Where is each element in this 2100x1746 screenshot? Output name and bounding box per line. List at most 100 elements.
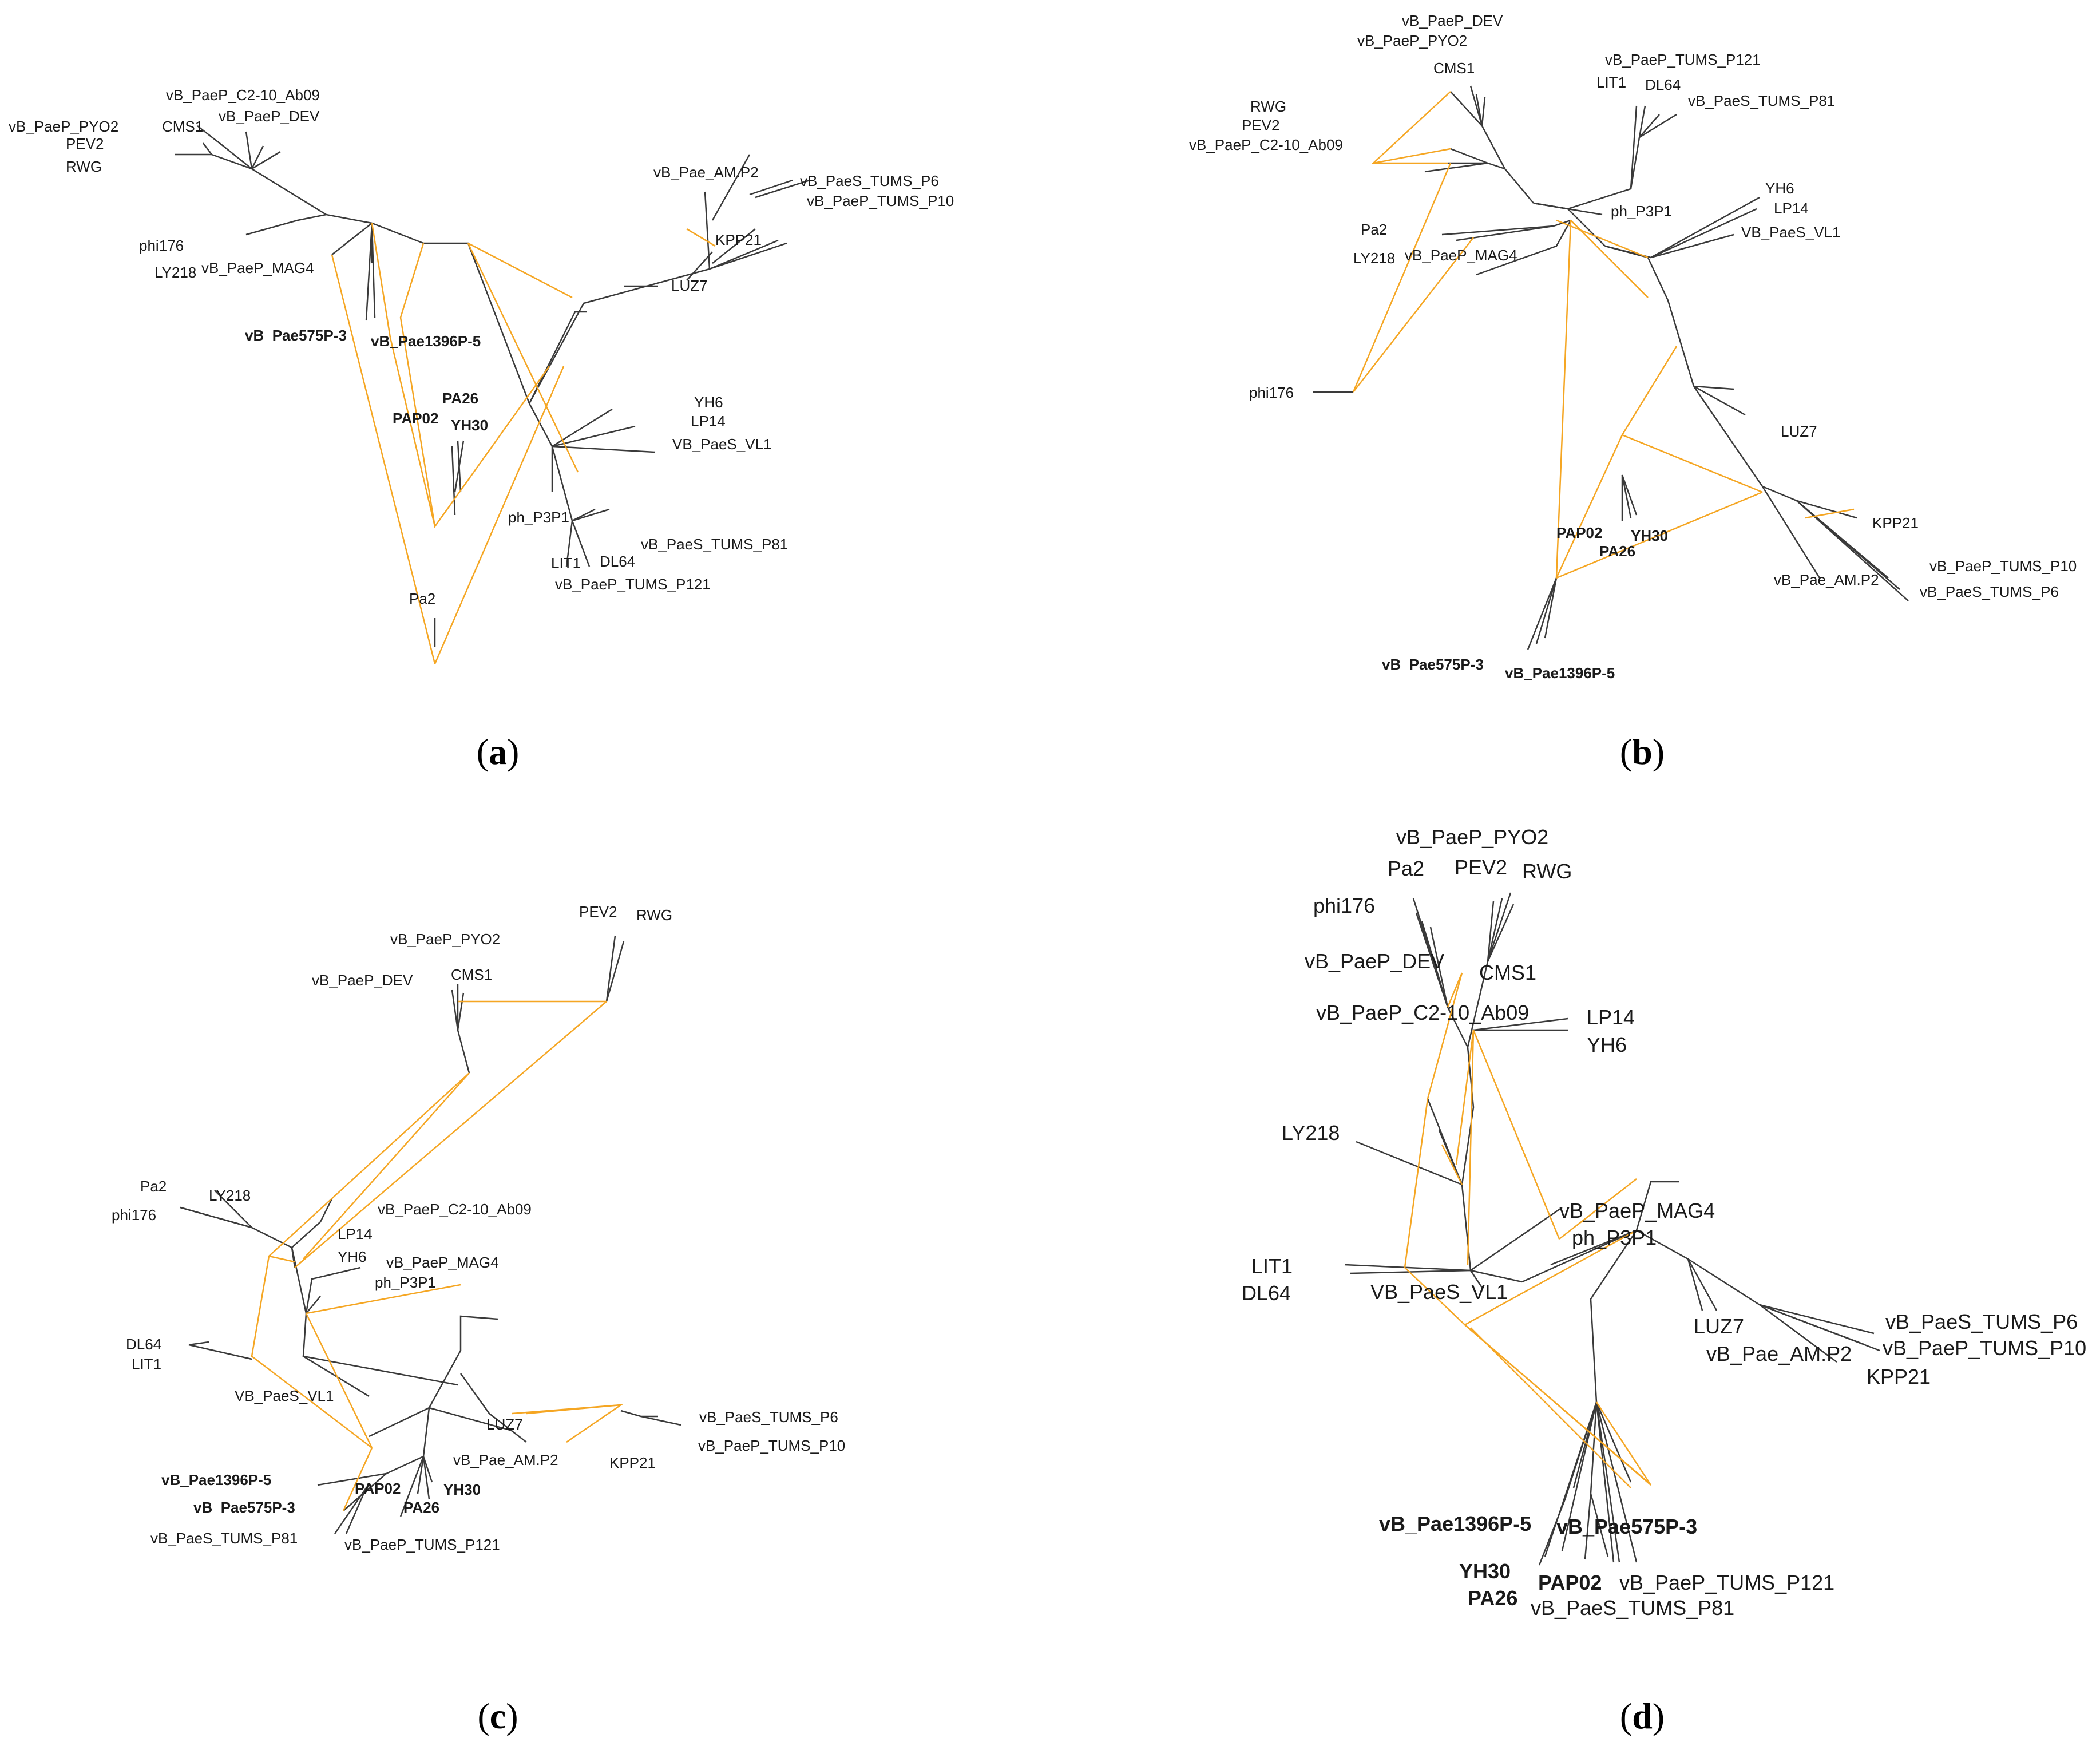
taxon-label: RWG	[636, 906, 672, 924]
taxon-label: LY218	[1282, 1121, 1340, 1145]
taxon-label: LP14	[691, 413, 726, 430]
taxon-label: vB_PaeP_TUMS_P121	[555, 576, 711, 593]
taxon-label: LY218	[1353, 250, 1395, 267]
taxon-label: vB_Pae1396P-5	[161, 1471, 271, 1488]
panel-d-tree-edges	[1344, 892, 1880, 1566]
taxon-label: vB_PaeP_TUMS_P10	[807, 192, 954, 209]
taxon-label: ph_P3P1	[375, 1274, 436, 1291]
taxon-label: CMS1	[1433, 60, 1475, 77]
taxon-label: VB_PaeS_VL1	[235, 1387, 334, 1404]
taxon-label: LP14	[1587, 1005, 1635, 1029]
panel-a-tree-edges	[175, 125, 810, 647]
taxon-label: LIT1	[132, 1356, 161, 1373]
taxon-label: vB_PaeP_TUMS_P121	[1619, 1571, 1834, 1594]
taxon-label: vB_Pae1396P-5	[1505, 664, 1615, 682]
taxon-label: vB_PaeP_TUMS_P121	[344, 1536, 500, 1553]
taxon-label: VB_PaeS_VL1	[1741, 224, 1840, 241]
panel-c: PEV2 RWG vB_PaeP_PYO2 vB_PaeP_DEV CMS1 P…	[112, 903, 845, 1736]
taxon-label: VB_PaeS_VL1	[672, 435, 771, 453]
panel-b-reticulation-edges	[1352, 91, 1855, 579]
taxon-label: LUZ7	[671, 277, 708, 294]
panel-c-tree-edges	[180, 935, 681, 1534]
taxon-label: YH30	[1631, 527, 1668, 544]
taxon-label: vB_Pae575P-3	[193, 1499, 295, 1516]
taxon-label: vB_PaeS_TUMS_P6	[699, 1408, 838, 1426]
taxon-label: vB_PaeS_TUMS_P81	[150, 1530, 298, 1547]
taxon-label: vB_Pae575P-3	[1556, 1515, 1697, 1538]
taxon-label: PAP02	[1538, 1571, 1602, 1594]
taxon-label: vB_PaeP_DEV	[219, 108, 320, 125]
taxon-label: YH30	[443, 1481, 481, 1498]
taxon-label: vB_PaeP_MAG4	[386, 1254, 499, 1271]
panel-d: vB_PaeP_PYO2 Pa2 PEV2 RWG phi176 vB_PaeP…	[1242, 825, 2086, 1736]
taxon-label: CMS1	[451, 966, 492, 983]
panel-b: vB_PaeP_DEV vB_PaeP_PYO2 CMS1 RWG PEV2 v…	[1189, 12, 2077, 772]
taxon-label: vB_Pae_AM.P2	[653, 164, 759, 181]
taxon-label: ph_P3P1	[1611, 203, 1672, 220]
taxon-label: vB_PaeS_TUMS_P6	[1885, 1310, 2078, 1333]
taxon-label: KPP21	[609, 1454, 656, 1471]
caption-a: (a)	[477, 731, 520, 772]
taxon-label: phi176	[139, 237, 184, 254]
taxon-label: YH6	[694, 394, 723, 411]
taxon-label: vB_PaeS_TUMS_P81	[641, 536, 788, 553]
panel-d-labels: vB_PaeP_PYO2 Pa2 PEV2 RWG phi176 vB_PaeP…	[1242, 825, 2086, 1620]
taxon-label: KPP21	[1867, 1365, 1931, 1388]
taxon-label: vB_PaeP_PYO2	[390, 931, 500, 948]
taxon-label: LIT1	[1251, 1254, 1293, 1278]
taxon-label: PAP02	[393, 410, 438, 427]
taxon-label: RWG	[66, 158, 102, 175]
taxon-label: vB_PaeS_TUMS_P81	[1531, 1596, 1734, 1620]
taxon-label: KPP21	[1872, 514, 1919, 532]
panel-c-reticulation-edges	[251, 1000, 624, 1511]
taxon-label: phi176	[1313, 894, 1375, 917]
taxon-label: RWG	[1522, 860, 1572, 883]
taxon-label: LUZ7	[1781, 423, 1817, 440]
taxon-label: PEV2	[1242, 117, 1280, 134]
taxon-label: YH30	[451, 417, 488, 434]
taxon-label: vB_PaeP_DEV	[1402, 12, 1503, 29]
taxon-label: DL64	[600, 553, 635, 570]
taxon-label: LP14	[338, 1225, 373, 1242]
taxon-label: DL64	[1242, 1281, 1291, 1305]
panel-a-reticulation-edges	[331, 223, 716, 664]
panel-b-tree-edges	[1313, 85, 1909, 650]
taxon-label: Pa2	[1361, 221, 1387, 238]
taxon-label: vB_PaeP_TUMS_P10	[1929, 557, 2077, 575]
taxon-label: YH6	[338, 1248, 367, 1265]
taxon-label: vB_PaeP_DEV	[1305, 949, 1444, 973]
taxon-label: vB_PaeP_MAG4	[1405, 247, 1517, 264]
taxon-label: DL64	[1645, 76, 1681, 93]
taxon-label: phi176	[112, 1206, 156, 1224]
caption-c: (c)	[477, 1696, 518, 1736]
taxon-label: RWG	[1250, 98, 1286, 115]
taxon-label: vB_PaeP_DEV	[312, 972, 413, 989]
taxon-label: CMS1	[1479, 961, 1536, 984]
taxon-label: vB_Pae1396P-5	[1379, 1512, 1531, 1535]
taxon-label: CMS1	[162, 118, 203, 135]
panel-a-labels: vB_PaeP_C2-10_Ab09 vB_PaeP_PYO2 vB_PaeP_…	[9, 86, 954, 607]
taxon-label: YH30	[1459, 1559, 1511, 1583]
taxon-label: vB_PaeP_C2-10_Ab09	[1316, 1001, 1529, 1024]
taxon-label: PA26	[1599, 543, 1635, 560]
taxon-label: vB_PaeP_MAG4	[1559, 1199, 1715, 1222]
taxon-label: LY218	[209, 1187, 251, 1204]
taxon-label: vB_PaeP_TUMS_P121	[1605, 51, 1761, 68]
taxon-label: PAP02	[355, 1480, 401, 1497]
taxon-label: ph_P3P1	[508, 509, 569, 526]
taxon-label: PAP02	[1556, 524, 1602, 541]
taxon-label: vB_PaeP_PYO2	[9, 118, 118, 135]
taxon-label: PA26	[1468, 1586, 1517, 1610]
taxon-label: Pa2	[140, 1178, 167, 1195]
taxon-label: vB_PaeP_PYO2	[1396, 825, 1548, 849]
taxon-label: LIT1	[551, 555, 581, 572]
taxon-label: VB_PaeS_VL1	[1370, 1280, 1508, 1304]
taxon-label: vB_PaeS_TUMS_P6	[800, 172, 939, 189]
taxon-label: vB_PaeS_TUMS_P6	[1920, 583, 2059, 600]
taxon-label: LIT1	[1596, 74, 1626, 91]
caption-b: (b)	[1620, 731, 1665, 772]
taxon-label: phi176	[1249, 384, 1294, 401]
taxon-label: vB_PaeS_TUMS_P81	[1688, 92, 1835, 109]
taxon-label: vB_Pae575P-3	[245, 327, 347, 344]
